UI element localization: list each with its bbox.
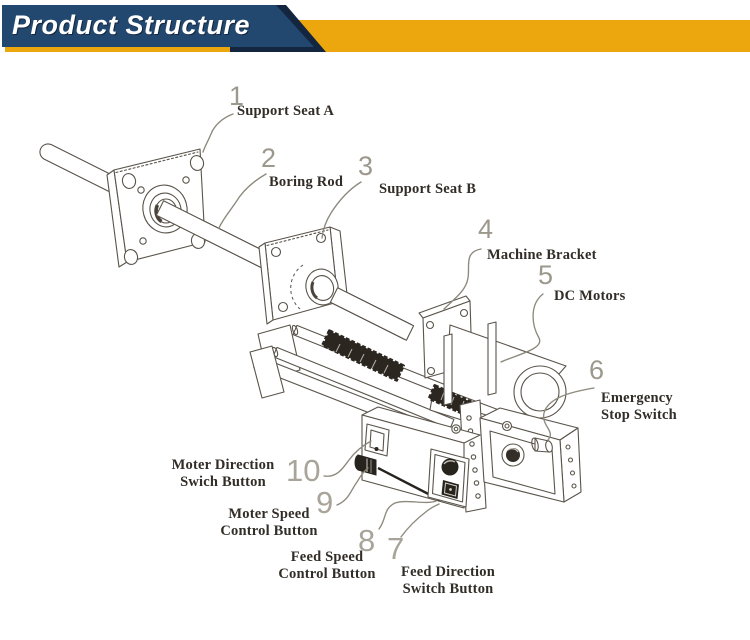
- support-seat-b-drawing: [258, 226, 349, 325]
- part-label-support-seat-a: Support Seat A: [237, 103, 335, 119]
- part-number-8: 8: [358, 523, 376, 558]
- part-label-boring-rod: Boring Rod: [269, 174, 344, 190]
- leader-lines: [202, 113, 595, 538]
- machine-body-drawing: [249, 324, 473, 449]
- gearbox-drawing: [479, 407, 582, 503]
- part-number-9: 9: [316, 485, 334, 520]
- part-number-6: 6: [589, 355, 605, 385]
- feed-control-panel: [427, 448, 470, 508]
- part-number-7: 7: [387, 531, 405, 566]
- page-title: Product Structure: [12, 10, 251, 40]
- part-number-1: 1: [229, 81, 245, 111]
- part-number-2: 2: [261, 143, 277, 173]
- part-number-10: 10: [286, 453, 321, 488]
- control-box-drawing: [354, 406, 481, 509]
- boring-rod-right-segment: [329, 287, 415, 341]
- part-number-5: 5: [538, 260, 554, 290]
- banner: [2, 5, 750, 52]
- part-label-machine-bracket: Machine Bracket: [487, 247, 597, 263]
- support-seat-a-drawing: [106, 148, 206, 268]
- part-label-feed-direction-switch-button: Feed Direction Switch Button: [401, 564, 495, 597]
- part-label-motor-direction-switch-button: Moter Direction Swich Button: [171, 457, 275, 490]
- dc-motor-drawing: [445, 324, 567, 419]
- part-label-support-seat-b: Support Seat B: [379, 181, 477, 197]
- part-label-emergency-stop-switch: Emergency Stop Switch: [601, 390, 677, 423]
- part-label-dc-motors: DC Motors: [554, 288, 626, 304]
- gearbox-knob[interactable]: [501, 443, 525, 467]
- banner-navy: [2, 5, 314, 47]
- feed-speed-button[interactable]: [441, 458, 459, 476]
- part-number-4: 4: [478, 214, 494, 244]
- feed-direction-switch[interactable]: [441, 480, 460, 499]
- lead-screw-drawing: [321, 329, 405, 382]
- emergency-stop-switch[interactable]: [531, 437, 554, 453]
- part-label-motor-speed-control-button: Moter Speed Control Button: [220, 506, 318, 539]
- part-number-3: 3: [358, 151, 374, 181]
- part-label-feed-speed-control-button: Feed Speed Control Button: [278, 549, 376, 582]
